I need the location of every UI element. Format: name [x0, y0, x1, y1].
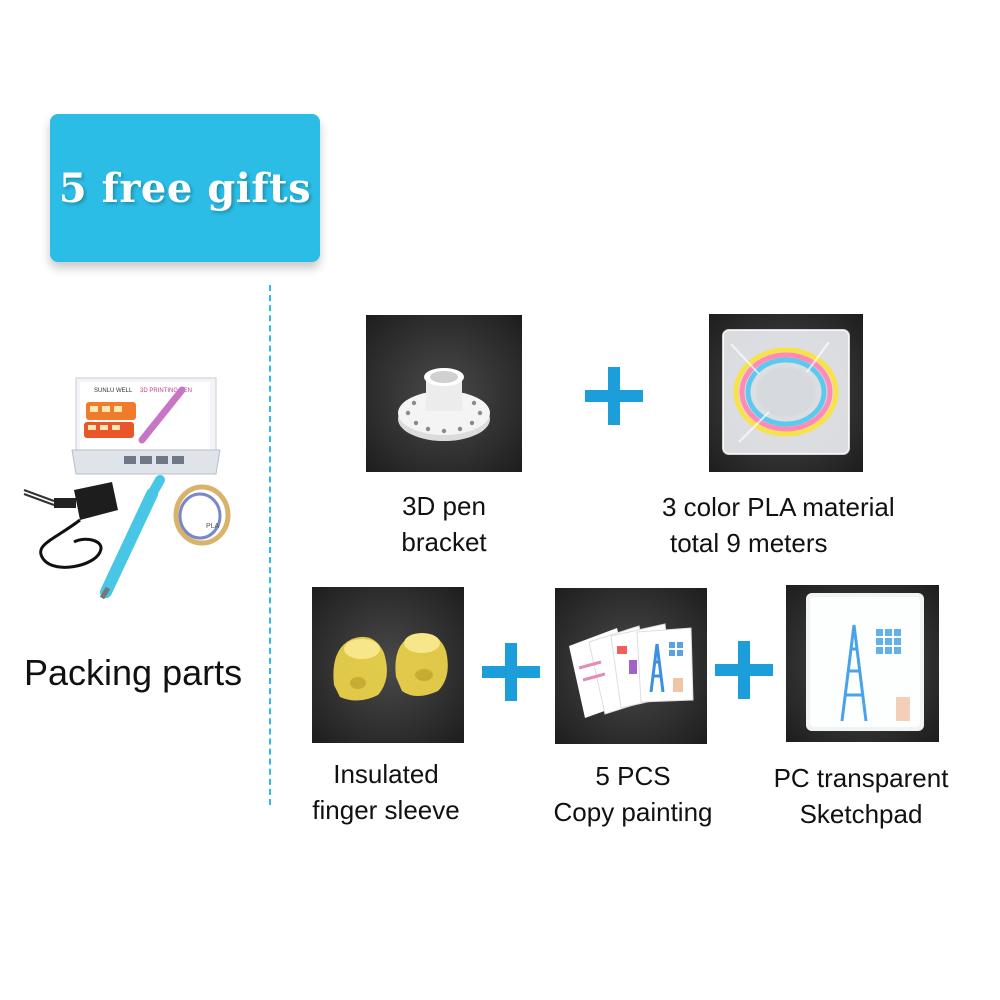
gift-label-line: 3 color PLA material	[662, 492, 895, 522]
gift-label-line: Sketchpad	[799, 799, 923, 829]
plus-icon	[585, 367, 643, 425]
gift-label-line: total 9 meters	[670, 528, 828, 558]
banner-text: 5 free gifts	[58, 164, 312, 212]
packing-parts-label: Packing parts	[24, 652, 243, 693]
sketchpad-image	[786, 585, 939, 742]
gift-label-line: finger sleeve	[312, 795, 460, 825]
gift-label-line: Copy painting	[553, 797, 713, 827]
gift-label-pen-bracket: 3D pen bracket	[344, 488, 544, 560]
box-title-text: 3D PRINTING PEN	[140, 388, 192, 394]
free-gifts-banner: 5 free gifts	[50, 114, 320, 262]
gift-label-line: bracket	[401, 527, 487, 557]
gift-label-pla-material: 3 color PLA material total 9 meters	[640, 489, 950, 561]
copy-painting-image	[555, 588, 707, 744]
gift-label-line: PC transparent	[773, 763, 949, 793]
packing-parts-image: SUNLU WELL 3D PRINTING PEN PLA	[14, 370, 244, 605]
finger-sleeve-image	[312, 587, 464, 743]
box-brand-text: SUNLU WELL	[94, 388, 133, 394]
gift-label-sketchpad: PC transparent Sketchpad	[748, 760, 974, 832]
plus-icon	[482, 643, 540, 701]
pla-material-image	[709, 314, 863, 472]
gift-label-line: 5 PCS	[595, 761, 671, 791]
plus-icon	[715, 641, 773, 699]
pen-bracket-image	[366, 315, 522, 472]
filament-tag: PLA	[206, 523, 220, 530]
dashed-divider	[269, 285, 271, 805]
gift-label-line: 3D pen	[402, 491, 486, 521]
gift-label-line: Insulated	[333, 759, 439, 789]
gift-label-finger-sleeve: Insulated finger sleeve	[286, 756, 486, 828]
gift-label-copy-painting: 5 PCS Copy painting	[522, 758, 744, 830]
